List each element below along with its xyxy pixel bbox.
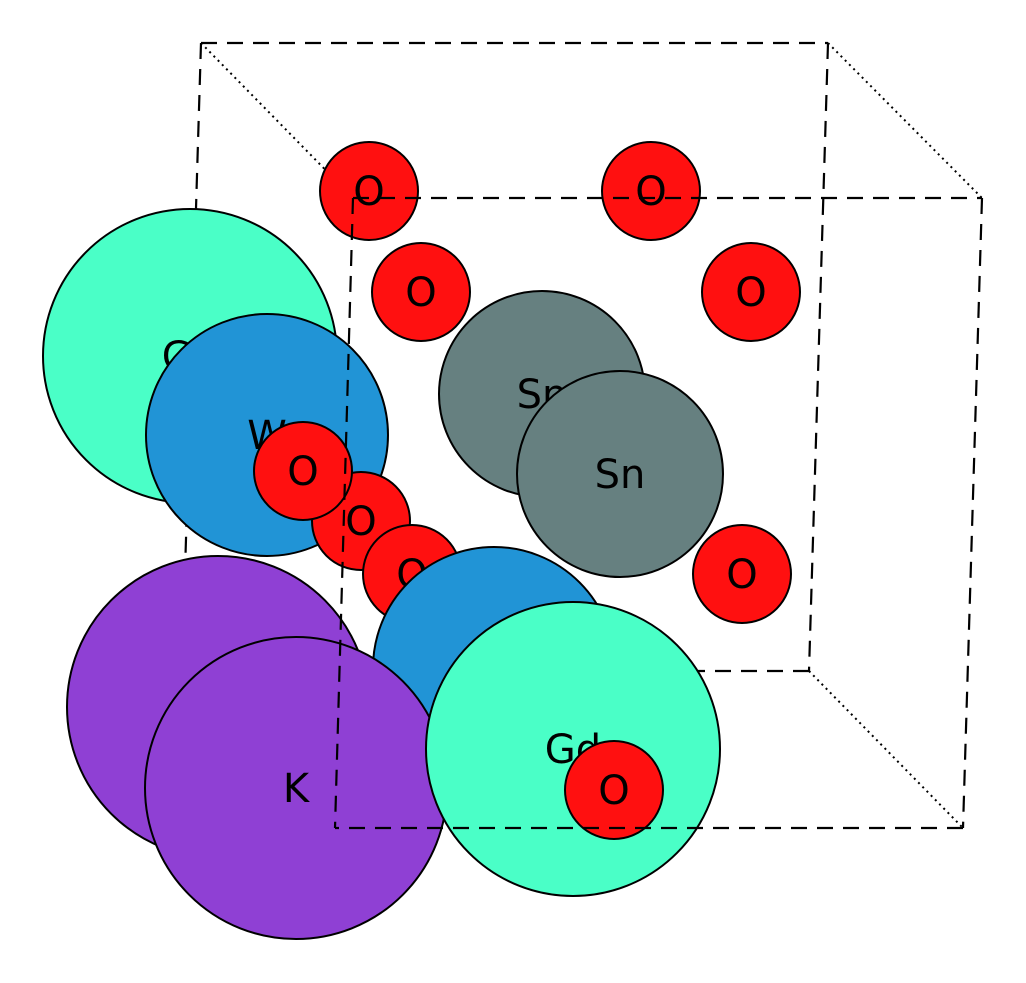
atoms-layer: GdOOOOSnSnWOOOOKGdO [42,141,801,940]
atom-o: O [701,242,801,342]
atom-label: K [283,766,311,812]
atom-sn: Sn [516,370,724,578]
atom-o: O [692,524,792,624]
atom-sphere-o [692,524,792,624]
atom-label: O [405,270,436,316]
cell-edge [961,197,984,829]
atom-sphere-sn [516,370,724,578]
atom-label: O [726,552,757,598]
atom-k: K [144,636,448,940]
atom-label: O [345,499,376,545]
atom-o: O [319,141,419,241]
atom-label: O [735,270,766,316]
atom-sphere-o [564,740,664,840]
cell-edge [333,197,355,829]
atom-o: O [253,421,353,521]
cell-edge [827,42,983,199]
atom-o: O [564,740,664,840]
atom-o: O [601,141,701,241]
atom-sphere-o [253,421,353,521]
atom-label: O [635,169,666,215]
atom-label: Sn [595,452,646,498]
atom-sphere-o [601,141,701,241]
atom-sphere-o [371,242,471,342]
atom-label: O [353,169,384,215]
atom-gd: Gd [425,601,721,897]
atom-sphere-o [701,242,801,342]
unit-cell-front [333,196,984,830]
atom-label: O [598,768,629,814]
cell-edge [808,670,964,829]
cell-edge [807,42,830,672]
atom-sphere-o [319,141,419,241]
atom-label: O [287,449,318,495]
atom-o: O [371,242,471,342]
